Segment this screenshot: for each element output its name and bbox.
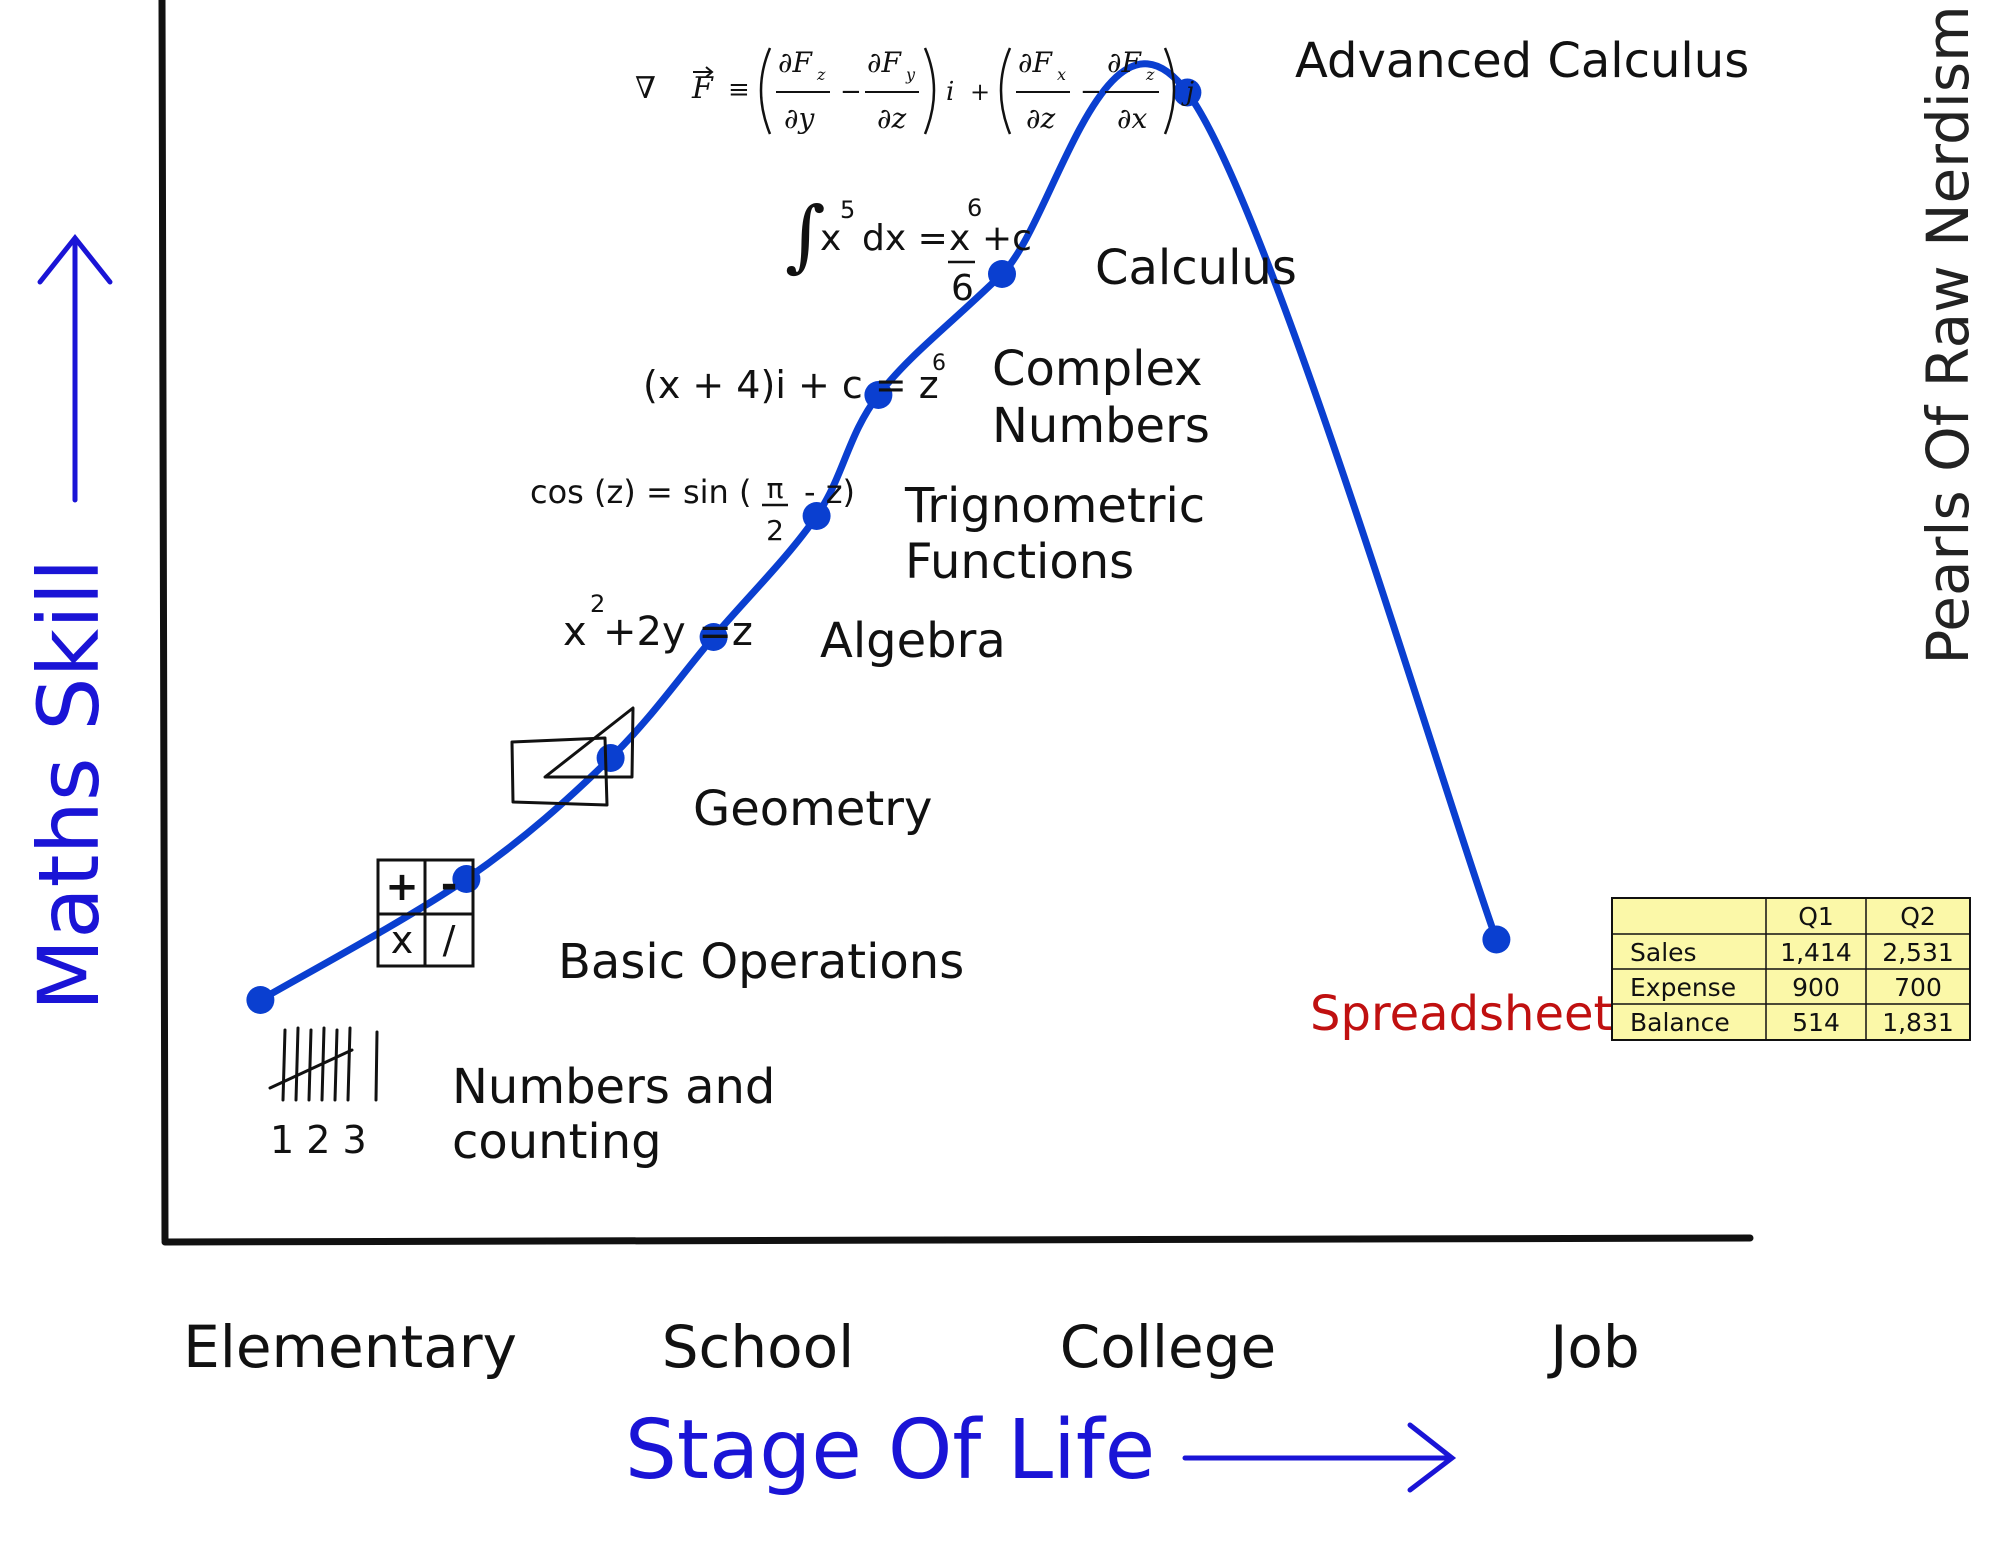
- curl-t1-den: ∂y: [784, 102, 815, 135]
- formula-integral-mid: dx =: [862, 218, 948, 259]
- curl-vector-arrow: [693, 66, 714, 78]
- spreadsheet-cell: Balance: [1630, 1008, 1730, 1037]
- curve-layer: [246, 60, 1511, 1014]
- data-point-advanced-calculus: [1173, 78, 1202, 107]
- x-axis-label: Stage Of Life: [625, 1403, 1155, 1498]
- curl-t4-sub: z: [1145, 65, 1155, 84]
- geometry-shapes-icon: [510, 706, 635, 807]
- data-point-calculus: [988, 260, 1016, 288]
- curl-paren-1-left: [759, 47, 772, 135]
- spreadsheet-cell: 514: [1792, 1008, 1840, 1037]
- y-axis-line: [158, 0, 169, 1244]
- counting-digits: 1 2 3: [270, 1118, 367, 1162]
- formula-trig-left: cos (z) = sin (: [530, 473, 751, 511]
- spreadsheet-header-cell: Q2: [1900, 902, 1936, 931]
- curl-minus-2: −: [1080, 77, 1102, 107]
- curl-t2-sub: y: [905, 65, 916, 84]
- formula-trig-right: - z): [804, 473, 855, 511]
- curl-t3-sub: x: [1057, 65, 1066, 84]
- label-trig-line2: Functions: [905, 534, 1134, 590]
- spreadsheet-header-cell: Q1: [1798, 902, 1834, 931]
- formula-algebra-base: x: [563, 609, 587, 655]
- data-point-complex-numbers: [864, 381, 893, 409]
- curl-paren-2-left: [999, 47, 1012, 135]
- label-numbers-line2: counting: [452, 1114, 662, 1170]
- formula-integral-exp: 5: [840, 196, 855, 224]
- curl-t4-den: ∂x: [1117, 102, 1147, 135]
- data-point-numbers-and-counting: [246, 986, 275, 1014]
- label-geometry: Geometry: [693, 781, 932, 837]
- formula-complex-exp: 6: [932, 351, 946, 376]
- formula-trig-den: 2: [766, 514, 784, 547]
- formula-complex-left: (x + 4)i + c = z: [643, 363, 939, 407]
- series-line: [256, 60, 1500, 1004]
- curl-paren-1-right: [923, 47, 936, 135]
- x-tick-school: School: [662, 1313, 855, 1381]
- label-trig-line1: Trignometric: [904, 478, 1205, 534]
- label-algebra: Algebra: [820, 613, 1006, 669]
- curl-F: F: [691, 71, 714, 106]
- formula-algebra-exp: 2: [590, 590, 605, 618]
- curl-plus: +: [970, 78, 990, 106]
- data-point-algebra: [699, 623, 728, 651]
- curl-t1-num: ∂F: [778, 46, 813, 79]
- curl-t2-num: ∂F: [867, 46, 902, 79]
- data-point-geometry: [596, 744, 625, 772]
- curl-nabla: ∇: [635, 71, 656, 106]
- curl-t1-sub: z: [816, 65, 826, 84]
- label-calculus: Calculus: [1095, 240, 1297, 296]
- label-basic-operations: Basic Operations: [558, 934, 964, 990]
- curl-minus-1: −: [840, 77, 862, 107]
- formula-integral-base: x: [820, 218, 841, 259]
- curl-t2-den: ∂z: [877, 102, 906, 135]
- x-tick-college: College: [1060, 1313, 1276, 1381]
- ops-plus: +: [385, 864, 419, 910]
- spreadsheet-cell: 1,831: [1882, 1008, 1954, 1037]
- watermark-text: Pearls Of Raw Nerdism: [1914, 5, 1982, 664]
- formula-integral-den: 6: [951, 268, 974, 309]
- spreadsheet-cell: Sales: [1630, 938, 1697, 967]
- curl-paren-2-right: [1163, 47, 1176, 135]
- formula-integral-sign: ∫: [785, 191, 826, 281]
- curl-t3-num: ∂F: [1018, 46, 1053, 79]
- y-axis-label: Maths Skill: [20, 559, 118, 1012]
- formula-trig-num: π: [767, 472, 784, 505]
- curl-i: i: [946, 77, 954, 107]
- x-tick-job: Job: [1547, 1313, 1639, 1381]
- formula-integral-num-exp: 6: [967, 194, 982, 222]
- x-axis-arrow-icon: [1182, 1422, 1457, 1493]
- formula-curl: ∇ F ≡ ∂F z ∂y − ∂F y ∂z i + ∂F x ∂z − ∂F…: [635, 46, 1194, 135]
- formula-integral-num: x: [949, 218, 970, 259]
- data-point-trignometric-functions: [802, 502, 831, 530]
- formula-integral-plus-c: +c: [982, 218, 1032, 259]
- ops-divide: /: [443, 918, 456, 962]
- label-complex-line2: Numbers: [992, 398, 1210, 454]
- x-tick-elementary: Elementary: [183, 1313, 517, 1381]
- spreadsheet-cell: 900: [1792, 973, 1840, 1002]
- spreadsheet-cell: 700: [1894, 973, 1942, 1002]
- label-numbers-line1: Numbers and: [452, 1059, 775, 1115]
- ops-minus: -: [441, 862, 458, 908]
- operations-grid-icon: [376, 858, 475, 968]
- tally-marks-icon: [268, 1026, 379, 1102]
- label-advanced-calculus: Advanced Calculus: [1295, 33, 1749, 89]
- curl-t3-den: ∂z: [1026, 102, 1055, 135]
- ops-times: x: [391, 918, 414, 962]
- curl-t4-num: ∂F: [1107, 46, 1142, 79]
- data-point-spreadsheet: [1482, 925, 1511, 954]
- spreadsheet-cell: Expense: [1630, 973, 1736, 1002]
- label-complex-line1: Complex: [992, 341, 1203, 397]
- formula-algebra-rest: +2y =z: [603, 609, 753, 655]
- spreadsheet-cell: 2,531: [1882, 938, 1954, 967]
- label-spreadsheet: Spreadsheet: [1310, 986, 1612, 1042]
- curl-eq: ≡: [728, 75, 750, 105]
- x-axis-line: [161, 1234, 1754, 1246]
- spreadsheet-cell: 1,414: [1780, 938, 1852, 967]
- y-axis-arrow-icon: [37, 233, 113, 503]
